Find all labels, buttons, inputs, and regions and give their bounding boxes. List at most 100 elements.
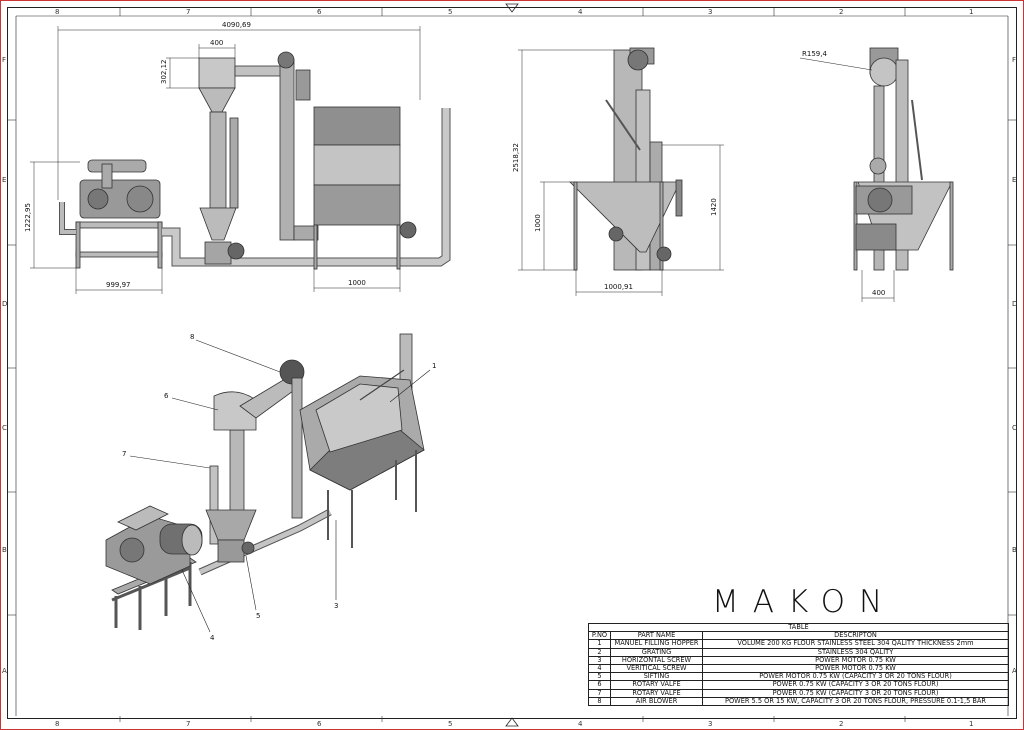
cell-part-name: GRATING xyxy=(610,647,703,657)
zone-col-top-4: 4 xyxy=(578,8,583,16)
dim-overall-width: 4090,69 xyxy=(222,21,251,29)
brand-logo-text: MAKON xyxy=(712,584,897,620)
zone-col-bottom-6: 6 xyxy=(317,720,322,728)
zone-col-bottom-8: 8 xyxy=(55,720,59,728)
cell-description: POWER MOTOR 0.75 KW (CAPACITY 3 OR 20 TO… xyxy=(702,672,1009,682)
zone-col-bottom-5: 5 xyxy=(448,720,452,728)
zone-col-top-2: 2 xyxy=(839,8,843,16)
table-header-pno: P.NO xyxy=(588,631,611,641)
zone-ticks xyxy=(8,8,1016,722)
cell-description: STAINLESS 304 QALITY xyxy=(702,647,1009,657)
table-header-part-name: PART NAME xyxy=(610,631,703,641)
zone-row-right-A: A xyxy=(1012,667,1017,675)
cyclone-top xyxy=(198,57,236,89)
zone-col-bottom-2: 2 xyxy=(839,720,843,728)
dim-side-leg-height: 1000 xyxy=(534,214,542,232)
cell-pno: 2 xyxy=(588,647,611,657)
table-title: TABLE xyxy=(588,622,1009,633)
rotary-valve xyxy=(204,241,232,265)
zone-col-bottom-7: 7 xyxy=(186,720,190,728)
zone-col-bottom-3: 3 xyxy=(708,720,712,728)
zone-col-top-5: 5 xyxy=(448,8,452,16)
blower-frame-top xyxy=(75,221,163,229)
cell-pno: 3 xyxy=(588,655,611,665)
zone-row-right-F: F xyxy=(1012,56,1016,64)
table-header-description: DESCRIPTON xyxy=(702,631,1009,641)
cell-description: POWER MOTOR 0.75 KW xyxy=(702,663,1009,674)
cell-description: POWER MOTOR 0.75 KW xyxy=(702,655,1009,665)
dim-cyclone-height: 302,12 xyxy=(160,60,168,85)
cell-part-name: AIR BLOWER xyxy=(610,696,703,706)
zone-row-left-C: C xyxy=(2,424,7,432)
zone-row-left-A: A xyxy=(2,667,7,675)
zone-row-left-E: E xyxy=(2,176,6,184)
callout-7: 5 xyxy=(256,612,260,620)
cell-pno: 4 xyxy=(588,663,611,674)
rear-view xyxy=(853,47,954,271)
zone-row-right-D: D xyxy=(1012,300,1017,308)
front-view xyxy=(59,51,451,270)
isometric-view xyxy=(105,333,425,630)
callout-5: 6 xyxy=(164,392,169,400)
dim-total-height: 2518,32 xyxy=(512,143,520,172)
cell-part-name: MANUEL FILLING HOPPER xyxy=(610,639,703,649)
table-header-row: P.NO PART NAME DESCRIPTON xyxy=(588,631,1009,641)
zone-col-top-8: 8 xyxy=(55,8,59,16)
cell-pno: 6 xyxy=(588,680,611,690)
zone-col-top-6: 6 xyxy=(317,8,322,16)
rear-view-dimensions xyxy=(799,57,895,302)
cell-description: POWER 0.75 KW (CAPACITY 3 OR 20 TONS FLO… xyxy=(702,680,1009,690)
zone-col-bottom-1: 1 xyxy=(969,720,973,728)
zone-row-right-E: E xyxy=(1012,176,1016,184)
cell-part-name: ROTARY VALFE xyxy=(610,680,703,690)
callout-leaders xyxy=(129,339,431,633)
cell-part-name: SIFTING xyxy=(610,672,703,682)
side-view-dimensions xyxy=(518,49,724,296)
callout-8: 4 xyxy=(210,634,215,642)
dim-blower-width: 999,97 xyxy=(106,281,131,289)
callout-3: 3 xyxy=(334,602,338,610)
dim-hopper-width: 1000 xyxy=(348,279,366,287)
zone-row-right-B: B xyxy=(1012,546,1017,554)
dim-blower-height: 1222,95 xyxy=(24,203,32,232)
cell-pno: 1 xyxy=(588,639,611,649)
centering-mark xyxy=(505,3,519,727)
hopper-top xyxy=(313,106,401,146)
zone-row-right-C: C xyxy=(1012,424,1017,432)
dim-side-height: 1420 xyxy=(710,198,718,216)
cell-description: VOLUME 200 KG FLOUR STAINLESS STEEL 304 … xyxy=(702,639,1009,649)
callout-6: 7 xyxy=(122,450,126,458)
zone-row-left-F: F xyxy=(2,56,6,64)
dim-cyclone-width: 400 xyxy=(210,39,223,47)
zone-row-labels-right: F E D C B A xyxy=(1012,56,1017,675)
dim-radius: R159,4 xyxy=(802,50,827,58)
dim-rear-width: 400 xyxy=(872,289,885,297)
zone-col-top-1: 1 xyxy=(969,8,973,16)
vertical-screw xyxy=(279,59,295,241)
zone-row-left-D: D xyxy=(2,300,7,308)
dim-side-width: 1000,91 xyxy=(604,283,633,291)
cell-part-name: HORIZONTAL SCREW xyxy=(610,655,703,665)
callout-1: 1 xyxy=(432,362,436,370)
cell-pno: 5 xyxy=(588,672,611,682)
cell-pno: 7 xyxy=(588,688,611,698)
callout-4: 8 xyxy=(190,333,194,341)
cell-description: POWER 0.75 KW (CAPACITY 3 OR 20 TONS FLO… xyxy=(702,688,1009,698)
cell-description: POWER 5.5 OR 15 KW, CAPACITY 3 OR 20 TON… xyxy=(702,696,1009,706)
front-view-dimensions xyxy=(30,26,421,294)
cell-part-name: VERITICAL SCREW xyxy=(610,663,703,674)
cyclone-pipe xyxy=(209,111,227,209)
